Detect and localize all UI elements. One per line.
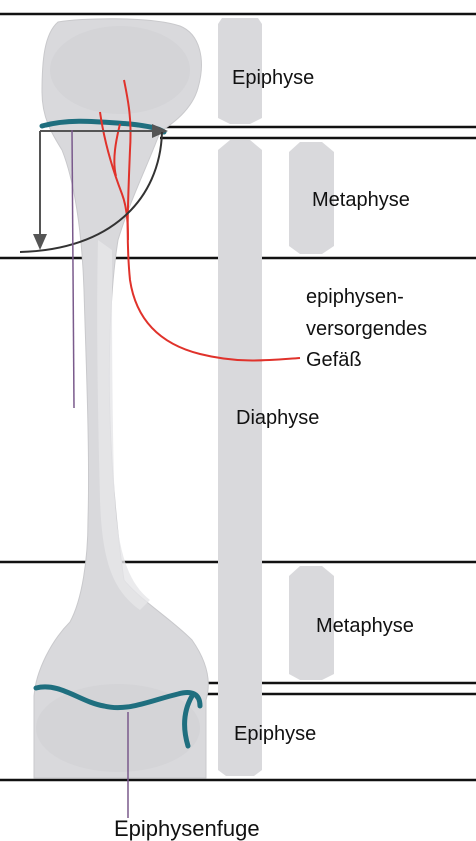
label-vessel-line1: epiphysen- [306, 286, 404, 308]
bone [34, 19, 208, 778]
label-epiphyse-top: Epiphyse [232, 67, 314, 89]
label-vessel-line3: Gefäß [306, 349, 362, 371]
zone-bar-shaft [218, 140, 262, 776]
label-growth-plate: Epiphysenfuge [114, 816, 260, 841]
label-epiphyse-bottom: Epiphyse [234, 723, 316, 745]
label-metaphyse-bottom: Metaphyse [316, 615, 414, 637]
bone-shape [34, 19, 208, 778]
zone-bars [218, 18, 334, 776]
label-diaphyse: Diaphyse [236, 407, 319, 429]
label-metaphyse-top: Metaphyse [312, 189, 410, 211]
vertical-arrow-head [33, 234, 47, 250]
label-vessel-line2: versorgendes [306, 318, 427, 340]
vessels [100, 80, 300, 361]
epiphysis-top-texture [50, 26, 190, 114]
